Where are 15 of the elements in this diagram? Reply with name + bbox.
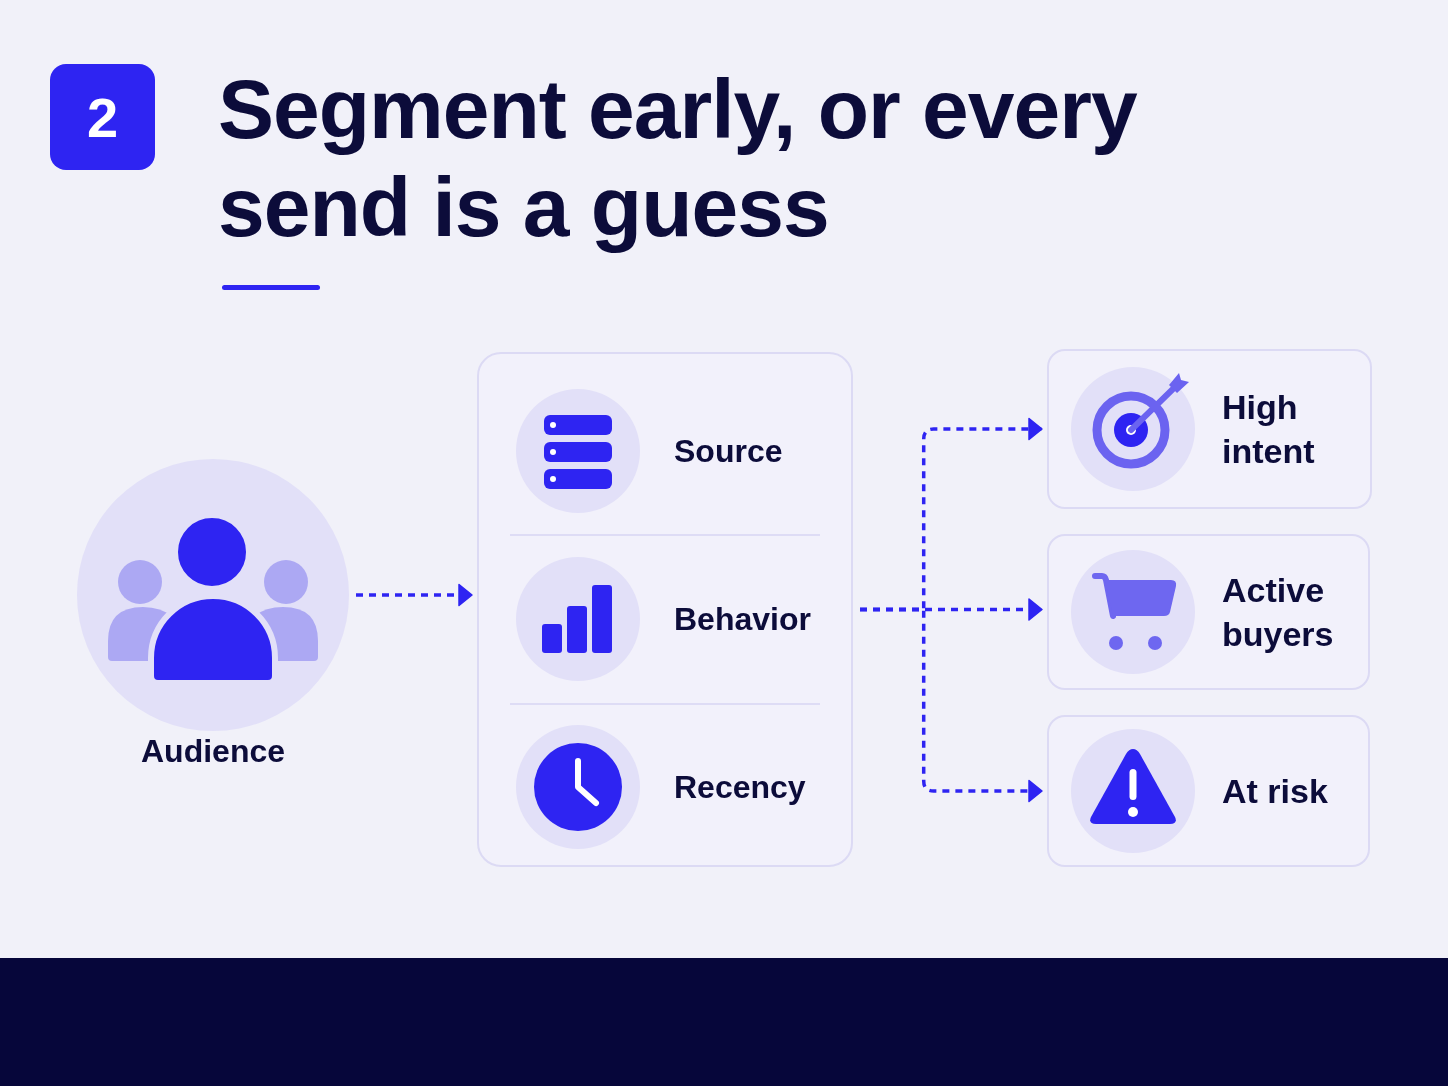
- category-card: [1047, 534, 1370, 690]
- step-number-badge: 2: [50, 64, 155, 170]
- card-label: At risk: [1222, 771, 1329, 812]
- row-label: Recency: [674, 769, 806, 805]
- dashed-arrow: [860, 607, 1043, 803]
- node-label: Audience: [141, 733, 285, 769]
- card-label: High intent: [1222, 387, 1316, 472]
- title: Segment early, or every send is a guess: [218, 61, 1138, 256]
- panel: [477, 352, 853, 867]
- category-card: [1047, 349, 1372, 509]
- category-card: [1047, 715, 1370, 867]
- row-label: Source: [674, 433, 783, 469]
- row-label: Behavior: [674, 601, 811, 637]
- card-label: Active buyers: [1222, 570, 1335, 655]
- dashed-arrow: [356, 583, 473, 607]
